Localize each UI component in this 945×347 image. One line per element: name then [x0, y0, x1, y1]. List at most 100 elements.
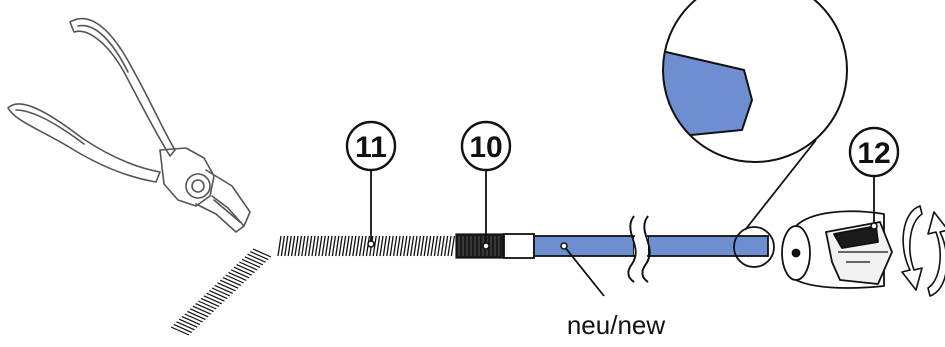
coil-stroke	[307, 235, 313, 257]
coil-stroke	[200, 297, 220, 307]
coil-stroke	[399, 235, 405, 257]
coil-stroke	[198, 300, 217, 310]
coil-stroke	[386, 235, 391, 257]
coil-stroke	[345, 235, 350, 257]
coil-stroke	[284, 235, 289, 257]
magnified-tube-tip	[663, 44, 754, 142]
coil-stroke	[375, 235, 381, 257]
callout-11-label: 11	[355, 131, 387, 164]
coil-stroke	[433, 235, 439, 257]
coil-stroke	[277, 235, 282, 257]
coil-stroke	[239, 261, 258, 271]
coil-stroke	[321, 235, 326, 257]
coil-stroke	[352, 235, 357, 257]
leader-new	[563, 245, 605, 297]
detail-marker-circle	[733, 226, 775, 268]
rotate-arrows-icon	[901, 205, 945, 297]
coil-stroke	[362, 235, 367, 257]
coil-stroke	[244, 256, 264, 266]
new-part-caption: neu/new	[567, 310, 666, 340]
coil-stroke	[413, 235, 418, 257]
coil-stroke	[318, 235, 323, 257]
magnifier-connector	[744, 139, 817, 231]
coil-stroke	[294, 235, 299, 257]
coil-stroke	[187, 310, 206, 320]
coil-stroke	[440, 235, 445, 257]
coil-stroke	[236, 264, 255, 274]
coil-stroke	[379, 235, 384, 257]
coil-stroke	[247, 253, 266, 263]
coil-stroke	[184, 313, 203, 323]
coil-stroke	[403, 235, 408, 257]
coil-stroke	[328, 235, 333, 257]
coil-stroke	[214, 284, 233, 294]
blue-tube-left	[533, 235, 635, 257]
coil-stroke	[335, 235, 340, 257]
coil-stroke	[355, 235, 360, 257]
coil-stroke	[358, 235, 364, 257]
coil-stroke	[228, 271, 247, 281]
coil-stroke	[406, 235, 411, 257]
coil-stroke	[437, 235, 442, 257]
blue-tube-right	[647, 235, 769, 257]
coil-stroke	[420, 235, 425, 257]
callout-12-label: 12	[857, 137, 890, 170]
coil-stroke	[338, 235, 343, 257]
coil-stroke	[209, 290, 228, 300]
coil-stroke	[233, 266, 253, 276]
callout-12: 12	[848, 126, 900, 178]
coil-stroke	[203, 295, 223, 305]
magnified-detail	[662, 0, 848, 231]
coil-stroke	[250, 251, 269, 261]
coil-stroke	[206, 292, 225, 302]
coil-stroke	[409, 235, 415, 257]
tube-cutter-tool	[781, 210, 893, 289]
coil-stroke	[178, 318, 198, 328]
coil-stroke	[287, 235, 292, 257]
coil-stroke	[423, 235, 428, 257]
coil-stroke	[280, 235, 286, 257]
coil-stroke	[392, 235, 398, 257]
coil-stroke	[416, 235, 422, 257]
white-ring	[503, 233, 535, 259]
coil-stroke	[195, 303, 214, 313]
coil-stroke	[192, 305, 212, 315]
coil-stroke	[219, 279, 239, 289]
coil-stroke	[382, 235, 388, 257]
coil-stroke	[252, 248, 272, 258]
coil-stroke	[447, 235, 452, 257]
coil-stroke	[241, 258, 261, 268]
coil-stroke	[450, 235, 456, 257]
coil-stroke	[324, 235, 330, 257]
side-cutter-pliers-icon	[7, 17, 251, 233]
black-sleeve	[455, 233, 505, 259]
coil-stroke	[389, 235, 394, 257]
coil-stroke	[189, 308, 209, 318]
coil-stroke	[372, 235, 377, 257]
coil-stroke	[181, 316, 201, 326]
coil-stroke	[443, 235, 449, 257]
callout-10-label: 10	[469, 131, 502, 164]
coil-stroke	[170, 326, 190, 336]
coil-stroke	[217, 282, 236, 292]
coil-stroke	[297, 235, 303, 257]
coil-stroke	[173, 323, 192, 333]
coil-stroke	[211, 287, 231, 297]
cut-spring-piece	[170, 248, 272, 336]
spring-coil	[277, 235, 456, 257]
coil-stroke	[301, 235, 306, 257]
coil-stroke	[222, 277, 242, 287]
callout-11: 11	[345, 120, 397, 172]
coil-stroke	[430, 235, 435, 257]
coil-stroke	[290, 235, 296, 257]
coil-stroke	[311, 235, 316, 257]
coil-stroke	[225, 274, 244, 284]
coil-stroke	[341, 235, 347, 257]
coil-stroke	[314, 235, 320, 257]
callout-10: 10	[460, 120, 512, 172]
coil-stroke	[230, 269, 250, 279]
coil-stroke	[396, 235, 401, 257]
coil-stroke	[426, 235, 432, 257]
coil-stroke	[331, 235, 337, 257]
